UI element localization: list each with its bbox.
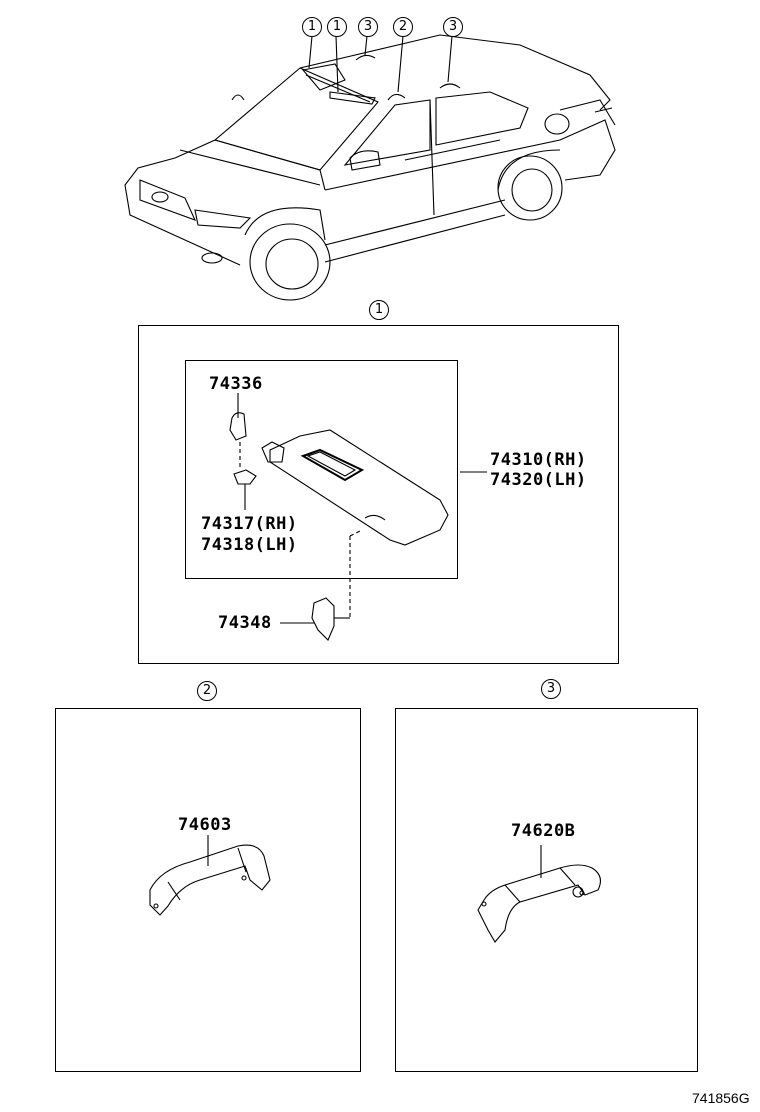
sun-visor-illustration bbox=[229, 393, 487, 641]
part-label-assist-grip: 74603 bbox=[178, 815, 232, 835]
section-2-box bbox=[55, 708, 361, 1072]
part-label-visor-rh: 74310(RH) bbox=[490, 450, 587, 470]
section-3-box bbox=[395, 708, 698, 1072]
part-label-visor-lh: 74320(LH) bbox=[490, 470, 587, 490]
part-label-holder-lh: 74318(LH) bbox=[201, 535, 298, 555]
section-1-box bbox=[138, 325, 619, 664]
callout-marker: 1 bbox=[327, 17, 347, 37]
section-3-marker: 3 bbox=[541, 679, 561, 699]
part-label-clip: 74336 bbox=[209, 374, 263, 394]
section-2-marker: 2 bbox=[197, 681, 217, 701]
callout-marker: 3 bbox=[358, 17, 378, 37]
diagram-id: 741856G bbox=[692, 1090, 750, 1106]
callout-marker: 2 bbox=[393, 17, 413, 37]
section-1-marker: 1 bbox=[369, 300, 389, 320]
part-label-assist-grip-hook: 74620B bbox=[511, 821, 576, 841]
car-overview-illustration bbox=[124, 34, 616, 301]
callout-marker: 1 bbox=[302, 17, 322, 37]
callout-marker: 3 bbox=[443, 17, 463, 37]
part-label-hook: 74348 bbox=[218, 613, 272, 633]
sun-visor-subassembly-box bbox=[185, 360, 458, 579]
part-label-holder-rh: 74317(RH) bbox=[201, 514, 298, 534]
